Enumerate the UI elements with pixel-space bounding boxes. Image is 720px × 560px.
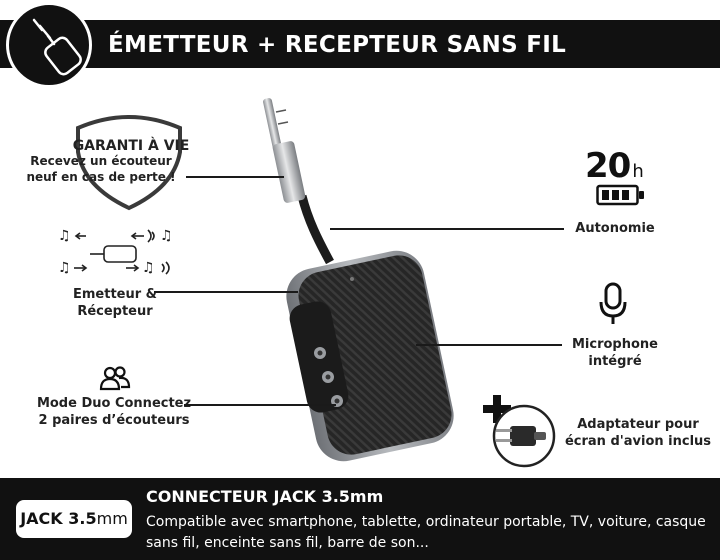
- jack-badge-label: JACK 3.5: [20, 509, 97, 528]
- airplane-adapter-icon: [492, 404, 556, 468]
- aux-cable-icon: [32, 18, 82, 76]
- plus-icon: [483, 395, 511, 423]
- page-title: ÉMETTEUR + RECEPTEUR SANS FIL: [108, 32, 567, 58]
- header-bar: [0, 20, 720, 68]
- battery-hours-value: 20: [585, 146, 631, 186]
- music-notes-icon: ♫ ♫ ♫ ♫: [58, 228, 173, 276]
- shield-icon: [76, 115, 182, 211]
- duo-label: Mode Duo Connectez 2 paires d’écouteurs: [36, 396, 192, 428]
- jack-badge-unit: mm: [96, 509, 128, 528]
- microphone-icon: [599, 282, 627, 324]
- adapter-label: Adaptateur pour écran d'avion inclus: [564, 417, 712, 449]
- transmitter-label: Emetteur & Récepteur: [72, 287, 158, 319]
- footer-description: Compatible avec smartphone, tablette, or…: [146, 514, 706, 551]
- microphone-connector-line: [416, 344, 562, 346]
- battery-icon: [596, 184, 644, 206]
- footer-title: CONNECTEUR JACK 3.5mm: [146, 487, 384, 506]
- jack-badge: JACK 3.5mm: [16, 500, 132, 538]
- battery-hours-unit: h: [632, 161, 643, 182]
- battery-label: Autonomie: [575, 221, 655, 236]
- svg-text:♫: ♫: [58, 260, 71, 276]
- transmitter-connector-line: [154, 291, 298, 293]
- svg-text:♫: ♫: [142, 260, 155, 276]
- logo-badge: [6, 2, 92, 88]
- svg-text:♫: ♫: [160, 228, 173, 244]
- microphone-label: Microphone intégré: [571, 337, 658, 369]
- warranty-connector-line: [186, 176, 284, 178]
- battery-connector-line: [330, 228, 564, 230]
- warranty-title: GARANTI À VIE: [72, 138, 190, 154]
- warranty-text: Recevez un écouteur neuf en cas de perte…: [26, 154, 176, 184]
- people-icon: [99, 366, 131, 391]
- svg-text:♫: ♫: [58, 228, 71, 244]
- duo-connector-line: [184, 404, 336, 406]
